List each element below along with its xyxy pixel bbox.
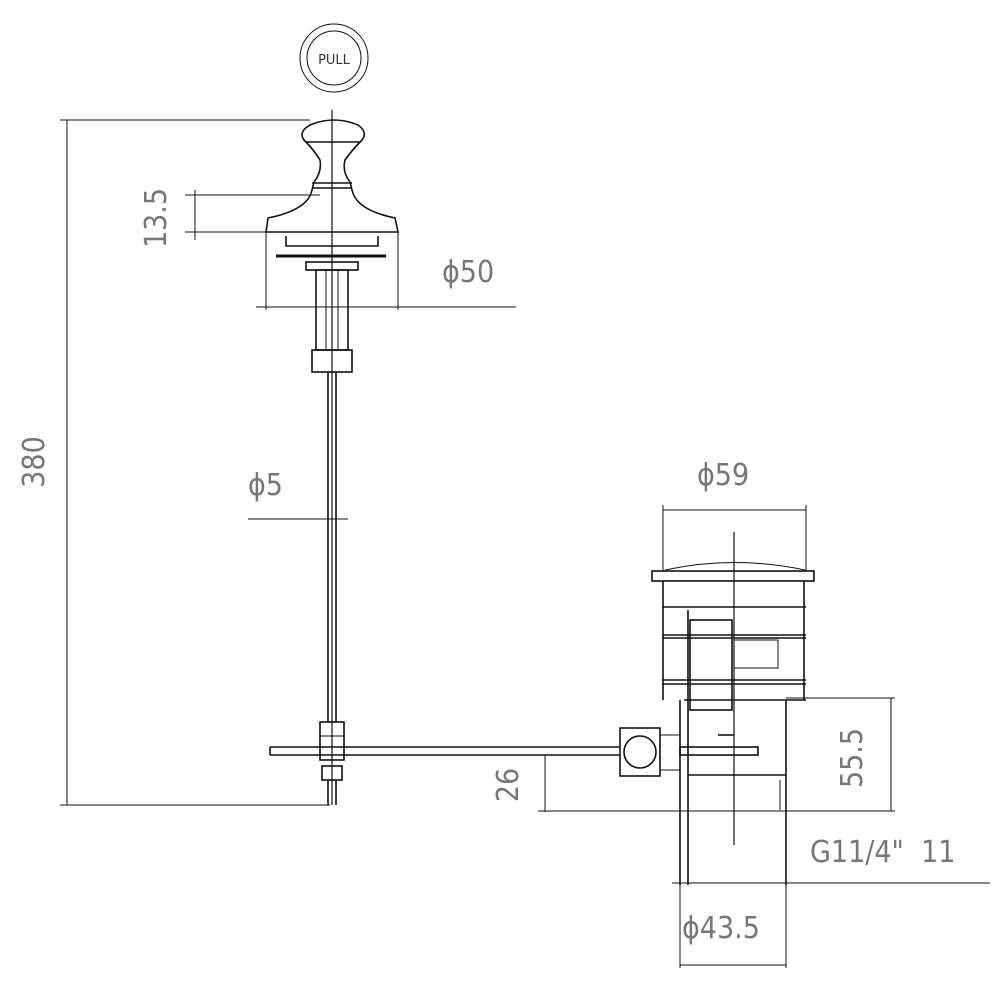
pull-label: PULL (318, 53, 351, 68)
dim-body-height: 55.5 (835, 728, 870, 788)
dimension-lines (60, 119, 990, 968)
dim-knob-height: 13.5 (139, 188, 174, 248)
linkage-rod (269, 721, 620, 805)
waste-body (619, 532, 815, 885)
dim-cap-diameter: ϕ59 (697, 458, 749, 493)
dim-rod-diameter: ϕ5 (248, 468, 283, 503)
pull-button-symbol: PULL (299, 23, 369, 93)
dim-lever-offset: 26 (491, 768, 526, 802)
dim-overall-height: 380 (17, 436, 52, 488)
dim-knob-diameter: ϕ50 (442, 255, 494, 290)
dim-thread: G11/4" 11 (810, 835, 955, 870)
pop-up-knob (265, 110, 399, 805)
dim-thread-diameter: ϕ43.5 (682, 911, 760, 946)
